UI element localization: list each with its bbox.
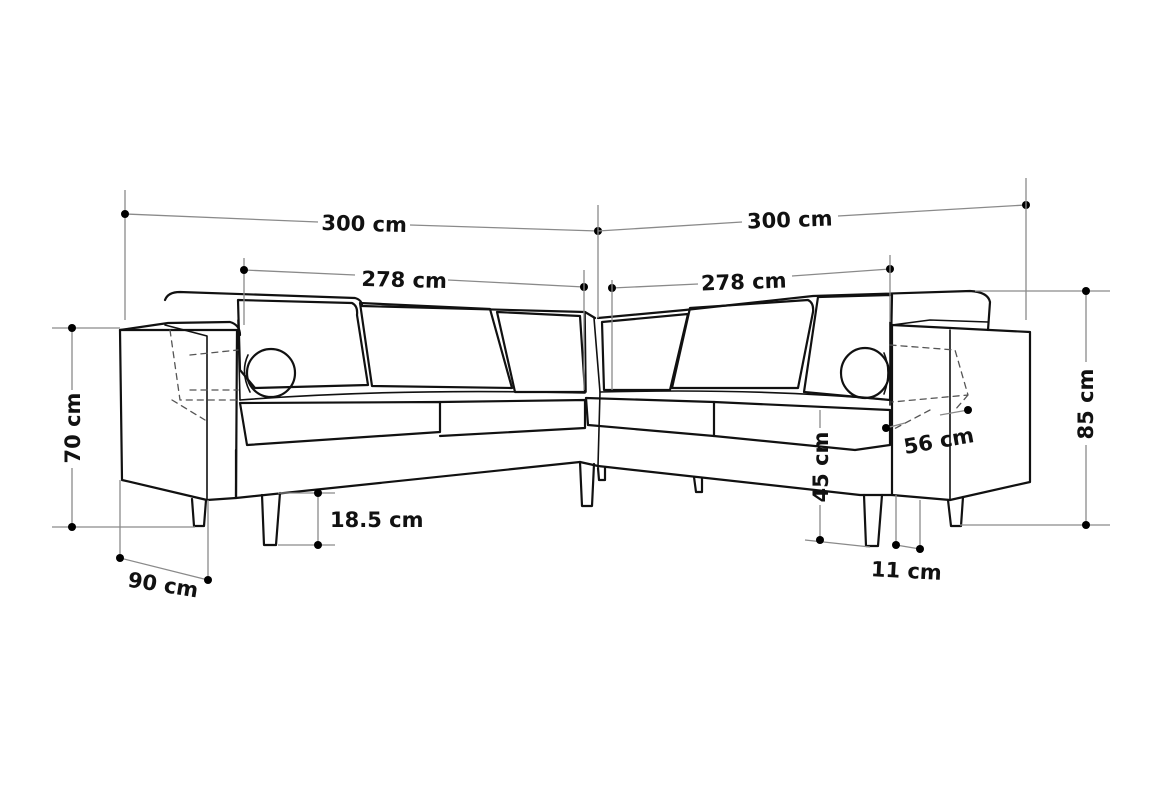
dimension-lines <box>52 178 1110 584</box>
left-seat-cushion-2 <box>438 398 587 438</box>
right-base-rail <box>596 464 894 497</box>
right-seat-cushion-1 <box>584 396 716 438</box>
dim-line-right-overall <box>597 178 1030 320</box>
dim-line-armrest-width <box>892 495 924 553</box>
label-overall-depth: 90 cm <box>126 568 200 603</box>
dim-line-right-inner <box>608 255 894 390</box>
left-backrest <box>163 290 597 320</box>
label-seat-height: 45 cm <box>809 432 833 503</box>
label-armrest-width: 11 cm <box>870 557 942 585</box>
right-backrest <box>596 289 992 332</box>
left-seat-cushion-front <box>238 400 442 447</box>
leg-back-right <box>946 495 965 528</box>
dim-line-overall-depth <box>116 480 212 584</box>
left-bolster-pillow <box>243 347 297 399</box>
label-right-inner-length: 278 cm <box>701 269 787 296</box>
dim-line-armrest-height <box>52 324 195 531</box>
right-back-cushion-2 <box>670 298 815 390</box>
left-armrest <box>118 320 242 502</box>
left-seat-surface <box>239 390 586 401</box>
dim-line-seat-depth <box>882 406 972 432</box>
leg-right-inner <box>692 475 704 494</box>
left-back-cushion-3 <box>495 310 587 394</box>
sofa-illustration <box>118 289 1032 548</box>
dim-line-leg-height <box>278 489 335 549</box>
dim-line-total-height <box>960 287 1110 529</box>
leg-corner-back <box>596 466 607 482</box>
label-total-height: 85 cm <box>1074 369 1098 440</box>
dim-line-seat-height <box>804 410 871 548</box>
leg-corner-front <box>578 460 596 508</box>
left-back-cushion-2 <box>358 301 514 390</box>
left-base-rail <box>234 448 600 500</box>
leg-front-right <box>862 493 884 548</box>
label-right-overall-length: 300 cm <box>747 207 833 234</box>
dim-line-left-inner <box>240 258 588 390</box>
right-bolster-pillow <box>839 346 891 400</box>
label-armrest-height: 70 cm <box>61 393 85 464</box>
left-back-cushion-1 <box>236 298 370 390</box>
label-leg-height: 18.5 cm <box>330 508 423 532</box>
right-seat-surface <box>599 390 891 401</box>
right-back-cushion-3 <box>802 293 894 402</box>
label-seat-depth: 56 cm <box>902 423 976 459</box>
right-back-cushion-1 <box>600 312 690 392</box>
right-seat-cushion-2 <box>712 400 892 452</box>
leg-front-left <box>260 491 282 547</box>
corner-seam <box>593 317 601 467</box>
dimension-labels: 300 cm 300 cm 278 cm 278 cm 70 cm 85 cm … <box>61 207 1098 603</box>
right-inner-frame-dashed <box>889 344 969 431</box>
left-inner-frame-dashed <box>169 329 239 421</box>
right-armrest <box>890 319 1032 502</box>
label-left-overall-length: 300 cm <box>321 211 407 237</box>
label-left-inner-length: 278 cm <box>361 267 447 293</box>
dim-line-left-overall <box>121 190 602 320</box>
leg-back-left <box>190 497 208 528</box>
